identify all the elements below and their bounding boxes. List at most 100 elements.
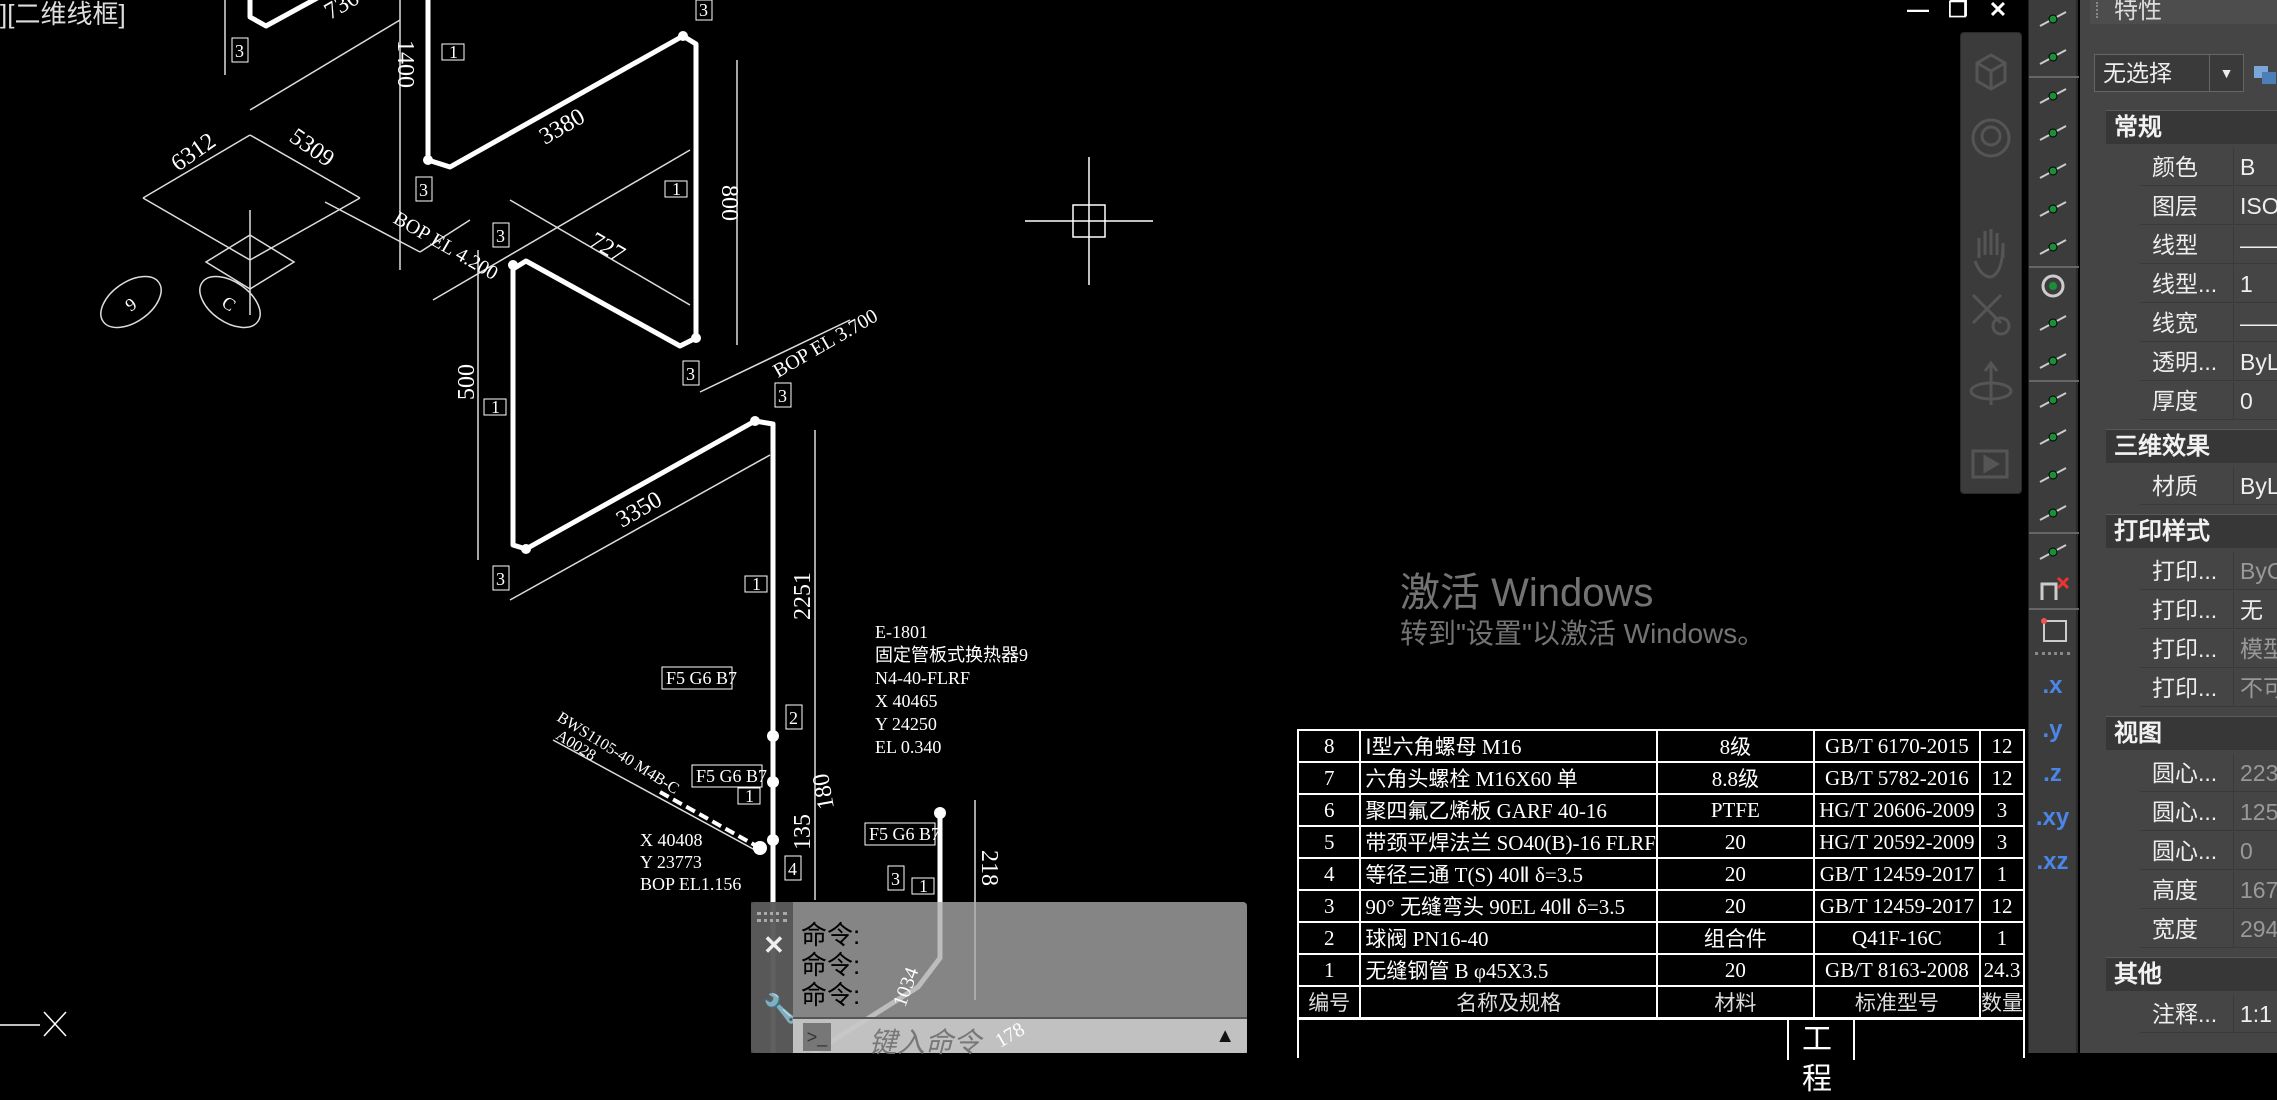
property-value[interactable]: 0 bbox=[2233, 382, 2277, 420]
property-value[interactable]: ByLa bbox=[2233, 467, 2277, 505]
bom-cell: 等径三通 T(S) 40Ⅱ δ=3.5 bbox=[1359, 857, 1658, 891]
property-row[interactable]: 图层 ISO bbox=[2140, 187, 2277, 225]
snap-apparent-intersection-icon[interactable] bbox=[2029, 190, 2079, 228]
snap-perpendicular-icon[interactable] bbox=[2029, 380, 2079, 418]
property-value[interactable]: —— bbox=[2233, 226, 2277, 264]
property-value[interactable]: 无 bbox=[2233, 591, 2277, 629]
section-header[interactable]: 视图 bbox=[2106, 716, 2277, 750]
close-button[interactable]: ✕ bbox=[1988, 0, 2008, 22]
snap-y-button[interactable]: .y bbox=[2042, 716, 2063, 743]
snap-clear-icon[interactable] bbox=[2029, 570, 2079, 608]
property-row[interactable]: 透明...ByLa bbox=[2140, 343, 2277, 381]
property-row[interactable]: 打印...模型 bbox=[2140, 630, 2277, 668]
history-up-icon[interactable]: ▲ bbox=[1215, 1025, 1235, 1047]
property-value[interactable]: 不可 bbox=[2233, 669, 2277, 707]
command-grip[interactable] bbox=[757, 912, 787, 922]
customize-wrench-icon[interactable]: 🔧 bbox=[763, 993, 798, 1024]
property-value[interactable]: 模型 bbox=[2233, 630, 2277, 668]
snap-intersection-icon[interactable] bbox=[2029, 152, 2079, 190]
drawing-canvas[interactable]: 9 C 730 1400 3380 800 727 500 3350 2251 … bbox=[0, 0, 2277, 1053]
property-value[interactable]: ByC bbox=[2233, 552, 2277, 590]
snap-endpoint-line-icon[interactable] bbox=[2029, 0, 2079, 38]
property-value[interactable]: —— bbox=[2233, 304, 2277, 342]
history-line: 命令: bbox=[801, 950, 861, 980]
property-value[interactable]: 294 bbox=[2233, 910, 2277, 948]
property-row[interactable]: 打印...无 bbox=[2140, 591, 2277, 629]
property-row[interactable]: 线型—— bbox=[2140, 226, 2277, 264]
property-value[interactable]: 167 bbox=[2233, 871, 2277, 909]
history-line: 命令: bbox=[801, 920, 861, 950]
property-value[interactable]: B bbox=[2233, 148, 2277, 186]
property-value[interactable]: 0 bbox=[2233, 832, 2277, 870]
panel-grip[interactable] bbox=[2096, 2, 2102, 18]
snap-x-button[interactable]: .x bbox=[2042, 672, 2063, 699]
snap-midpoint-icon[interactable] bbox=[2029, 114, 2079, 152]
svg-text:3: 3 bbox=[778, 386, 787, 406]
snap-endpoint-icon[interactable] bbox=[2029, 76, 2079, 114]
snap-extension-dashed-icon[interactable] bbox=[2029, 228, 2079, 266]
close-icon[interactable]: ✕ bbox=[763, 930, 785, 960]
tag-1: 1 bbox=[441, 42, 465, 62]
pipe-segment-top bbox=[247, 0, 319, 29]
svg-text:3: 3 bbox=[496, 226, 505, 246]
property-value[interactable]: 1 bbox=[2233, 265, 2277, 303]
viewcube-icon[interactable] bbox=[1975, 53, 2007, 91]
zoom-extents-icon[interactable] bbox=[1971, 293, 2011, 336]
property-row[interactable]: 圆心...0 bbox=[2140, 832, 2277, 870]
property-row[interactable]: 注释...1:1 bbox=[2140, 995, 2277, 1033]
property-value[interactable]: 125 bbox=[2233, 793, 2277, 831]
snap-quadrant-icon[interactable] bbox=[2029, 304, 2079, 342]
property-value[interactable]: 223 bbox=[2233, 754, 2277, 792]
snap-z-button[interactable]: .z bbox=[2043, 760, 2062, 787]
toolstrip-grip[interactable] bbox=[2035, 652, 2070, 664]
steering-wheel-icon[interactable] bbox=[1971, 118, 2011, 158]
bom-cell: 20 bbox=[1655, 889, 1815, 923]
property-label: 图层 bbox=[2152, 193, 2198, 219]
showmotion-icon[interactable] bbox=[1971, 449, 2009, 479]
property-row[interactable]: 圆心... 125 bbox=[2140, 793, 2277, 831]
valve-tag: F5 G6 B7 bbox=[661, 666, 737, 690]
tag-3: 3 bbox=[492, 222, 510, 248]
orbit-icon[interactable] bbox=[1969, 360, 2013, 405]
property-label: 圆心... bbox=[2152, 799, 2218, 825]
snap-nearest-icon[interactable] bbox=[2029, 532, 2079, 570]
property-value[interactable]: ISO bbox=[2233, 187, 2277, 225]
section-header[interactable]: 常规 bbox=[2106, 110, 2277, 144]
property-value[interactable]: 1:1 bbox=[2233, 995, 2277, 1033]
minimize-button[interactable]: — bbox=[1907, 0, 1929, 22]
snap-xy-button[interactable]: .xy bbox=[2035, 804, 2070, 831]
section-header[interactable]: 其他 bbox=[2106, 957, 2277, 991]
snap-insert-icon[interactable] bbox=[2029, 456, 2079, 494]
snap-center-icon[interactable] bbox=[2029, 266, 2079, 304]
command-input[interactable]: >_ 键入命令 ▲ bbox=[793, 1017, 1247, 1058]
property-row[interactable]: 线型...1 bbox=[2140, 265, 2277, 303]
properties-title-bar[interactable]: 特性 bbox=[2090, 0, 2277, 24]
property-row[interactable]: 打印...ByC bbox=[2140, 552, 2277, 590]
property-value[interactable]: ByLa bbox=[2233, 343, 2277, 381]
chevron-down-icon[interactable]: ▼ bbox=[2209, 55, 2243, 91]
snap-settings-icon[interactable] bbox=[2029, 608, 2079, 646]
section-header[interactable]: 打印样式 bbox=[2106, 514, 2277, 548]
pan-hand-icon[interactable] bbox=[1973, 229, 2005, 279]
quick-select-icon[interactable] bbox=[2252, 58, 2277, 88]
restore-button[interactable]: ❐ bbox=[1948, 0, 1968, 22]
selection-dropdown[interactable]: 无选择▼ bbox=[2094, 54, 2244, 92]
snap-xz-button[interactable]: .xz bbox=[2036, 848, 2069, 875]
section-header[interactable]: 三维效果 bbox=[2106, 429, 2277, 463]
snap-node-icon[interactable] bbox=[2029, 494, 2079, 532]
snap-extension-icon[interactable] bbox=[2029, 38, 2079, 76]
command-prompt-icon[interactable]: >_ bbox=[803, 1023, 831, 1051]
property-row[interactable]: 线宽—— bbox=[2140, 304, 2277, 342]
property-row[interactable]: 材质ByLa bbox=[2140, 467, 2277, 505]
property-row[interactable]: 打印...不可 bbox=[2140, 669, 2277, 707]
property-row[interactable]: 圆心...223 bbox=[2140, 754, 2277, 792]
viewport-label[interactable]: ][二维线框] bbox=[0, 0, 126, 29]
snap-parallel-icon[interactable] bbox=[2029, 418, 2079, 456]
snap-tangent-icon[interactable] bbox=[2029, 342, 2079, 380]
pipe-fittings bbox=[423, 31, 946, 855]
